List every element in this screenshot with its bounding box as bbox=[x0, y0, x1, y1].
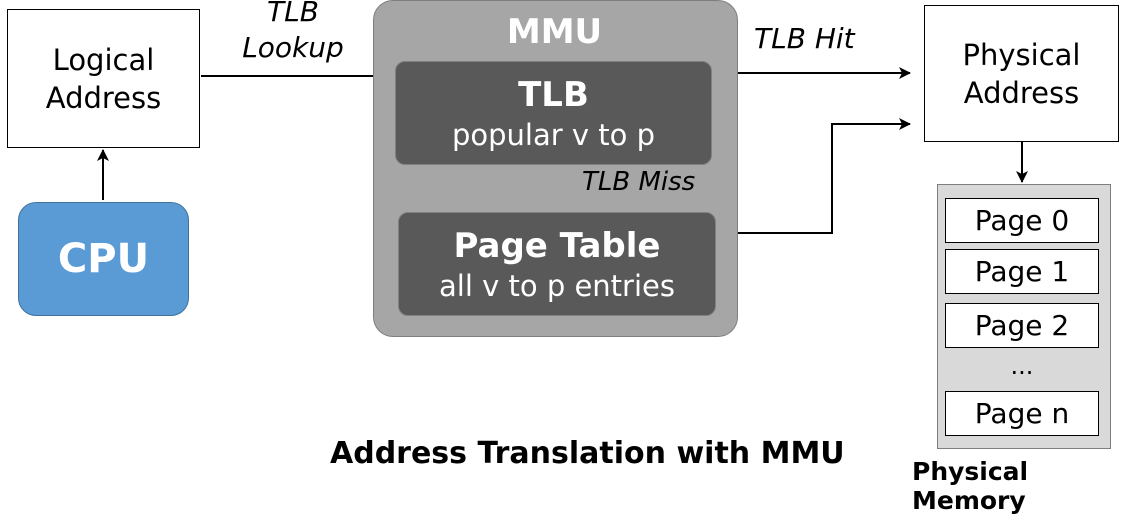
page-slot: Page 0 bbox=[945, 198, 1099, 243]
tlb-lookup-label: TLB Lookup bbox=[242, 0, 344, 64]
page-table-description: all v to p entries bbox=[439, 269, 675, 303]
page-table-box: Page Table all v to p entries bbox=[398, 212, 716, 316]
tlb-miss-label: TLB Miss bbox=[582, 167, 696, 197]
page-slot: Page n bbox=[945, 391, 1099, 436]
cpu-label: CPU bbox=[57, 236, 150, 282]
logical-address-label: Logical Address bbox=[45, 42, 162, 115]
tlb-hit-label: TLB Hit bbox=[754, 22, 855, 55]
logical-address-box: Logical Address bbox=[7, 9, 200, 148]
physical-memory-title: Physical Memory bbox=[912, 457, 1029, 515]
diagram-caption: Address Translation with MMU bbox=[330, 436, 845, 471]
page-slot: Page 1 bbox=[945, 249, 1099, 294]
tlb-description: popular v to p bbox=[451, 118, 656, 152]
physical-address-label: Physical Address bbox=[962, 37, 1081, 110]
page-slot: Page 2 bbox=[945, 303, 1099, 348]
mmu-title: MMU bbox=[506, 12, 603, 52]
page-table-to-physical-arrow bbox=[716, 118, 911, 234]
tlb-title: TLB bbox=[518, 75, 589, 115]
physical-address-box: Physical Address bbox=[924, 5, 1119, 142]
page-table-title: Page Table bbox=[453, 226, 661, 266]
cpu-box: CPU bbox=[18, 202, 189, 316]
tlb-box: TLB popular v to p bbox=[395, 61, 712, 165]
page-ellipsis: ... bbox=[1010, 352, 1034, 380]
